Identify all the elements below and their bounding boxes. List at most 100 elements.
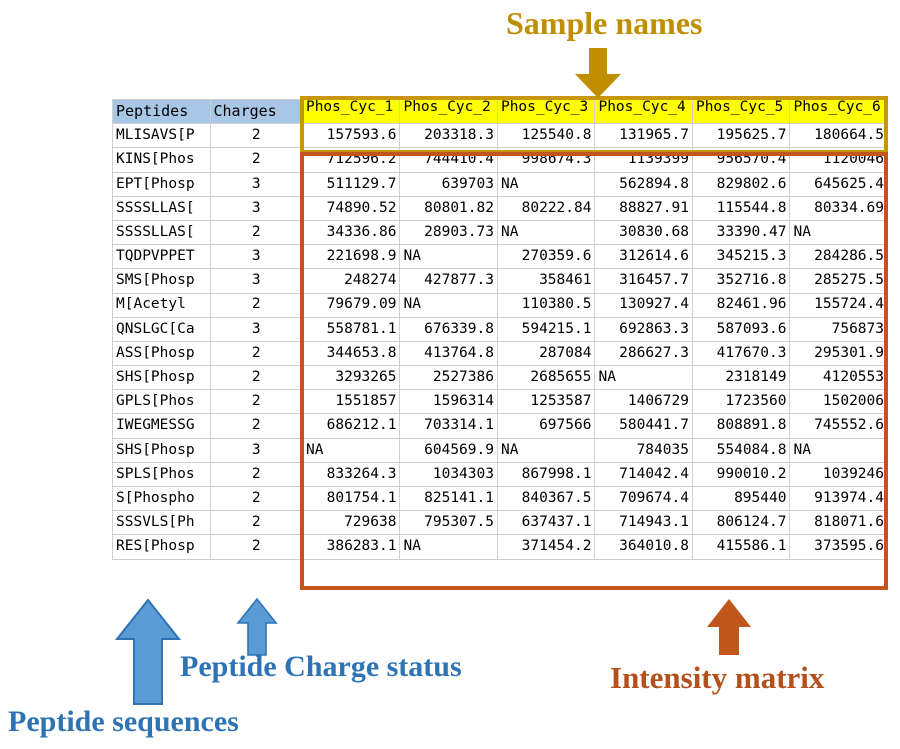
cell-intensity[interactable]: 639703 [399, 171, 498, 197]
cell-intensity[interactable]: 1139399 [594, 147, 693, 173]
column-header-sample-1[interactable]: Phos_Cyc_1 [301, 98, 401, 125]
cell-intensity[interactable]: 2685655 [496, 365, 596, 391]
cell-charge[interactable]: 2 [209, 413, 303, 439]
cell-intensity[interactable]: 130927.4 [594, 292, 693, 318]
cell-intensity[interactable]: 833264.3 [301, 461, 401, 488]
cell-intensity[interactable]: 745552.6 [789, 413, 888, 439]
cell-intensity[interactable]: 1723560 [691, 389, 791, 415]
cell-peptide[interactable]: KINS[Phos [112, 147, 211, 173]
cell-intensity[interactable]: 784035 [594, 437, 693, 463]
cell-peptide[interactable]: RES[Phosp [112, 534, 211, 560]
cell-intensity[interactable]: 28903.73 [399, 219, 498, 246]
cell-intensity[interactable]: 221698.9 [301, 244, 401, 270]
column-header-sample-3[interactable]: Phos_Cyc_3 [496, 98, 596, 125]
cell-intensity[interactable]: 413764.8 [399, 340, 498, 367]
cell-intensity[interactable]: 125540.8 [496, 123, 596, 149]
cell-intensity[interactable]: 712596.2 [301, 147, 401, 173]
cell-intensity[interactable]: 587093.6 [691, 316, 791, 342]
cell-charge[interactable]: 2 [209, 147, 303, 173]
cell-peptide[interactable]: QNSLGC[Ca [112, 316, 211, 342]
cell-intensity[interactable]: 956570.4 [691, 147, 791, 173]
cell-charge[interactable]: 2 [209, 485, 303, 512]
cell-intensity[interactable]: 709674.4 [594, 485, 693, 512]
cell-intensity[interactable]: 74890.52 [301, 195, 401, 221]
cell-intensity[interactable]: 756873 [789, 316, 888, 342]
cell-charge[interactable]: 3 [209, 437, 303, 463]
cell-peptide[interactable]: IWEGMESSG [112, 413, 211, 439]
cell-intensity[interactable]: 2527386 [399, 365, 498, 391]
cell-intensity[interactable]: 427877.3 [399, 268, 498, 294]
cell-intensity[interactable]: 386283.1 [301, 534, 401, 560]
cell-charge[interactable]: 2 [209, 534, 303, 560]
cell-intensity[interactable]: 990010.2 [691, 461, 791, 488]
cell-intensity[interactable]: 818071.6 [789, 510, 888, 536]
cell-intensity[interactable]: 1253587 [496, 389, 596, 415]
cell-peptide[interactable]: GPLS[Phos [112, 389, 211, 415]
cell-peptide[interactable]: S[Phospho [112, 485, 211, 512]
spreadsheet-grid[interactable]: Peptides Charges Phos_Cyc_1 Phos_Cyc_2 P… [112, 98, 888, 588]
cell-intensity[interactable]: 157593.6 [301, 123, 401, 149]
cell-intensity[interactable]: 270359.6 [496, 244, 596, 270]
cell-charge[interactable]: 3 [209, 316, 303, 342]
cell-intensity[interactable]: 344653.8 [301, 340, 401, 367]
cell-intensity[interactable]: 286627.3 [594, 340, 693, 367]
cell-intensity[interactable]: 1502006 [789, 389, 888, 415]
cell-intensity[interactable]: 1039246 [789, 461, 888, 488]
cell-intensity[interactable]: 358461 [496, 268, 596, 294]
cell-intensity[interactable]: 415586.1 [691, 534, 791, 560]
cell-intensity[interactable]: 714042.4 [594, 461, 693, 488]
cell-intensity[interactable]: 558781.1 [301, 316, 401, 342]
cell-intensity[interactable]: 645625.4 [789, 171, 888, 197]
cell-intensity[interactable]: 840367.5 [496, 485, 596, 512]
cell-charge[interactable]: 2 [209, 123, 303, 149]
cell-intensity[interactable]: 364010.8 [594, 534, 693, 560]
cell-peptide[interactable]: SHS[Phosp [112, 437, 211, 463]
cell-peptide[interactable]: EPT[Phosp [112, 171, 211, 197]
cell-charge[interactable]: 2 [209, 389, 303, 415]
cell-intensity[interactable]: 825141.1 [399, 485, 498, 512]
cell-intensity[interactable]: 795307.5 [399, 510, 498, 536]
cell-intensity[interactable]: 2318149 [691, 365, 791, 391]
cell-intensity[interactable]: 744410.4 [399, 147, 498, 173]
cell-intensity[interactable]: 1034303 [399, 461, 498, 488]
cell-intensity[interactable]: 729638 [301, 510, 401, 536]
cell-intensity[interactable]: 30830.68 [594, 219, 693, 246]
cell-intensity[interactable]: 284286.5 [789, 244, 888, 270]
cell-intensity[interactable]: 697566 [496, 413, 596, 439]
cell-intensity-na[interactable]: NA [496, 171, 596, 197]
cell-intensity[interactable]: 998674.3 [496, 147, 596, 173]
cell-intensity[interactable]: 4120553 [789, 365, 888, 391]
cell-intensity[interactable]: 180664.5 [789, 123, 888, 149]
cell-intensity-na[interactable]: NA [496, 437, 596, 463]
cell-intensity[interactable]: 80801.82 [399, 195, 498, 221]
cell-intensity[interactable]: 714943.1 [594, 510, 693, 536]
cell-intensity[interactable]: 562894.8 [594, 171, 693, 197]
cell-intensity[interactable]: 80222.84 [496, 195, 596, 221]
column-header-charges[interactable]: Charges [209, 98, 303, 125]
cell-intensity[interactable]: 115544.8 [691, 195, 791, 221]
cell-intensity[interactable]: 1120046 [789, 147, 888, 173]
cell-intensity[interactable]: 110380.5 [496, 292, 596, 318]
cell-peptide[interactable]: TQDPVPPET [112, 244, 211, 270]
cell-charge[interactable]: 2 [209, 510, 303, 536]
cell-intensity[interactable]: 511129.7 [301, 171, 401, 197]
cell-charge[interactable]: 2 [209, 365, 303, 391]
cell-peptide[interactable]: ASS[Phosp [112, 340, 211, 367]
column-header-sample-2[interactable]: Phos_Cyc_2 [399, 98, 498, 125]
cell-peptide[interactable]: SSSVLS[Ph [112, 510, 211, 536]
cell-charge[interactable]: 3 [209, 171, 303, 197]
cell-charge[interactable]: 2 [209, 219, 303, 246]
cell-intensity[interactable]: 703314.1 [399, 413, 498, 439]
cell-peptide[interactable]: SPLS[Phos [112, 461, 211, 488]
cell-intensity[interactable]: 88827.91 [594, 195, 693, 221]
column-header-peptides[interactable]: Peptides [112, 98, 211, 125]
cell-intensity[interactable]: 79679.09 [301, 292, 401, 318]
cell-intensity[interactable]: 806124.7 [691, 510, 791, 536]
cell-intensity[interactable]: 352716.8 [691, 268, 791, 294]
cell-charge[interactable]: 2 [209, 292, 303, 318]
column-header-sample-4[interactable]: Phos_Cyc_4 [594, 98, 693, 125]
cell-intensity-na[interactable]: NA [594, 365, 693, 391]
cell-peptide[interactable]: MLISAVS[P [112, 123, 211, 149]
cell-charge[interactable]: 3 [209, 195, 303, 221]
cell-intensity[interactable]: 867998.1 [496, 461, 596, 488]
